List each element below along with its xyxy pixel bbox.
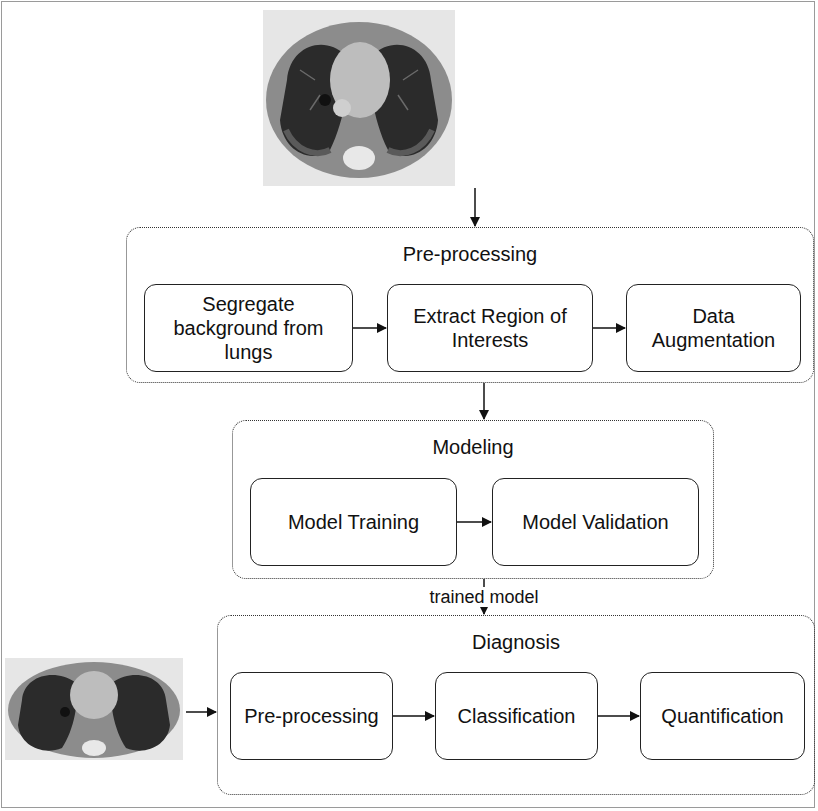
box-text: Classification (458, 704, 576, 728)
process-box: Model Validation (492, 478, 699, 566)
input-arrow (186, 711, 216, 713)
box-text: Quantification (661, 704, 783, 728)
box-text: Extract Region of Interests (396, 304, 584, 352)
process-box: Extract Region of Interests (387, 284, 593, 372)
process-box: Classification (435, 672, 598, 760)
stage-group: ModelingModel Training Model Validation (232, 420, 714, 579)
group-title: Modeling (233, 435, 713, 459)
process-box: Data Augmentation (626, 284, 801, 372)
group-title: Pre-processing (127, 242, 813, 266)
process-box: Pre-processing (230, 672, 393, 760)
flow-arrow (593, 327, 625, 329)
box-text: Model Training (288, 510, 419, 534)
ct-scan-top (263, 10, 455, 186)
process-box: Quantification (640, 672, 805, 760)
flow-arrow (393, 715, 434, 717)
box-text: Model Validation (522, 510, 668, 534)
input-arrow (474, 188, 476, 226)
edge-label: trained model (425, 587, 542, 607)
process-box: Model Training (250, 478, 457, 566)
box-text: Pre-processing (244, 704, 379, 728)
stage-group: Pre-processingSegregate background from … (126, 227, 814, 383)
box-text: Segregate background from lungs (153, 292, 344, 364)
stage-group: DiagnosisPre-processing Classification Qua… (217, 615, 815, 795)
group-title: Diagnosis (218, 630, 814, 654)
ct-scan-bottom (5, 658, 183, 760)
flow-arrow (483, 383, 485, 419)
flow-arrow (353, 327, 386, 329)
flow-arrow (457, 521, 491, 523)
flow-arrow (598, 715, 639, 717)
box-text: Data Augmentation (635, 304, 792, 352)
process-box: Segregate background from lungs (144, 284, 353, 372)
